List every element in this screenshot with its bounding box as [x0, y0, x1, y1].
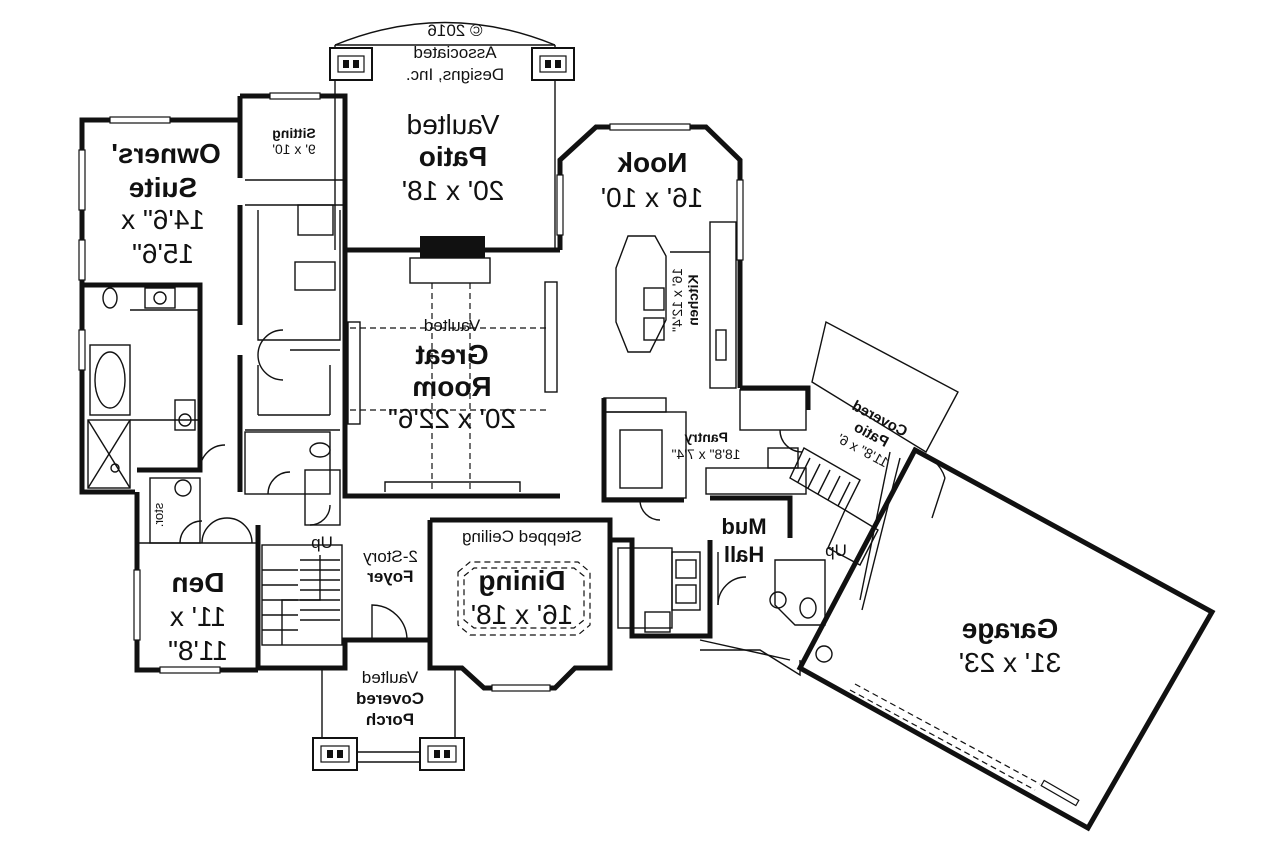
great-room-qualifier: Vaulted: [424, 316, 480, 335]
garage-size: 31' x 23': [959, 647, 1062, 678]
pantry-name: Pantry: [684, 429, 728, 445]
interior-walls: [82, 21, 1041, 791]
den-size-1: 11' x: [170, 601, 226, 632]
porch-line-2: Covered: [356, 689, 424, 708]
sitting-name: Sitting: [272, 125, 316, 141]
great-room-name-1: Great: [415, 339, 488, 370]
labels: © 2016 Associated Designs, Inc. Vaulted …: [111, 21, 1061, 729]
great-room-name-2: Room: [412, 371, 491, 402]
porch-line-1: Vaulted: [362, 668, 418, 687]
post: [419, 737, 465, 771]
pantry-size: 18'8" x 7'4": [672, 446, 741, 462]
owners-suite-size-1: 14'6" x: [121, 204, 205, 235]
mud-hall-name-2: Hall: [724, 542, 764, 567]
post: [531, 47, 575, 81]
vaulted-patio-qualifier: Vaulted: [407, 109, 500, 140]
post: [329, 47, 373, 81]
foyer-stair-treads: [262, 555, 340, 645]
great-room-size: 20' x 22'6": [388, 403, 516, 434]
owners-suite-size-2: 15'6": [132, 238, 194, 269]
stor-label: stor.: [151, 503, 166, 528]
kitchen-name: Kitchen: [685, 274, 701, 325]
nook-size: 16' x 10': [601, 182, 704, 213]
foyer-qualifier: 2-Story: [363, 547, 418, 566]
copyright-line-1: © 2016: [427, 21, 482, 40]
copyright-line-2: Associated: [413, 43, 496, 62]
foyer-stairs-up: Up: [311, 533, 333, 552]
dining-name: Dining: [478, 565, 565, 596]
copyright-line-3: Designs, Inc.: [406, 65, 504, 84]
foyer-name: Foyer: [367, 567, 414, 586]
owners-suite-name-2: Suite: [129, 172, 197, 203]
garage-name: Garage: [962, 613, 1059, 644]
sitting-size: 9' x 10': [272, 141, 315, 157]
vaulted-patio-name: Patio: [419, 141, 487, 172]
dining-ceiling: Stepped Ceiling: [462, 527, 582, 546]
kitchen-size: 16' x 12'4": [669, 268, 685, 332]
vaulted-patio-size: 20' x 18': [402, 175, 505, 206]
post: [312, 737, 358, 771]
windows: [78, 92, 1080, 807]
nook-name: Nook: [617, 147, 687, 178]
mud-hall-name-1: Mud: [721, 514, 766, 539]
den-size-2: 11'8": [168, 635, 228, 666]
mud-stairs-up: Up: [825, 541, 847, 560]
dining-size: 16' x 18': [471, 599, 574, 630]
owners-suite-name-1: Owners': [111, 138, 220, 169]
posts: [312, 47, 575, 771]
den-name: Den: [172, 567, 225, 598]
porch-line-3: Porch: [366, 710, 414, 729]
